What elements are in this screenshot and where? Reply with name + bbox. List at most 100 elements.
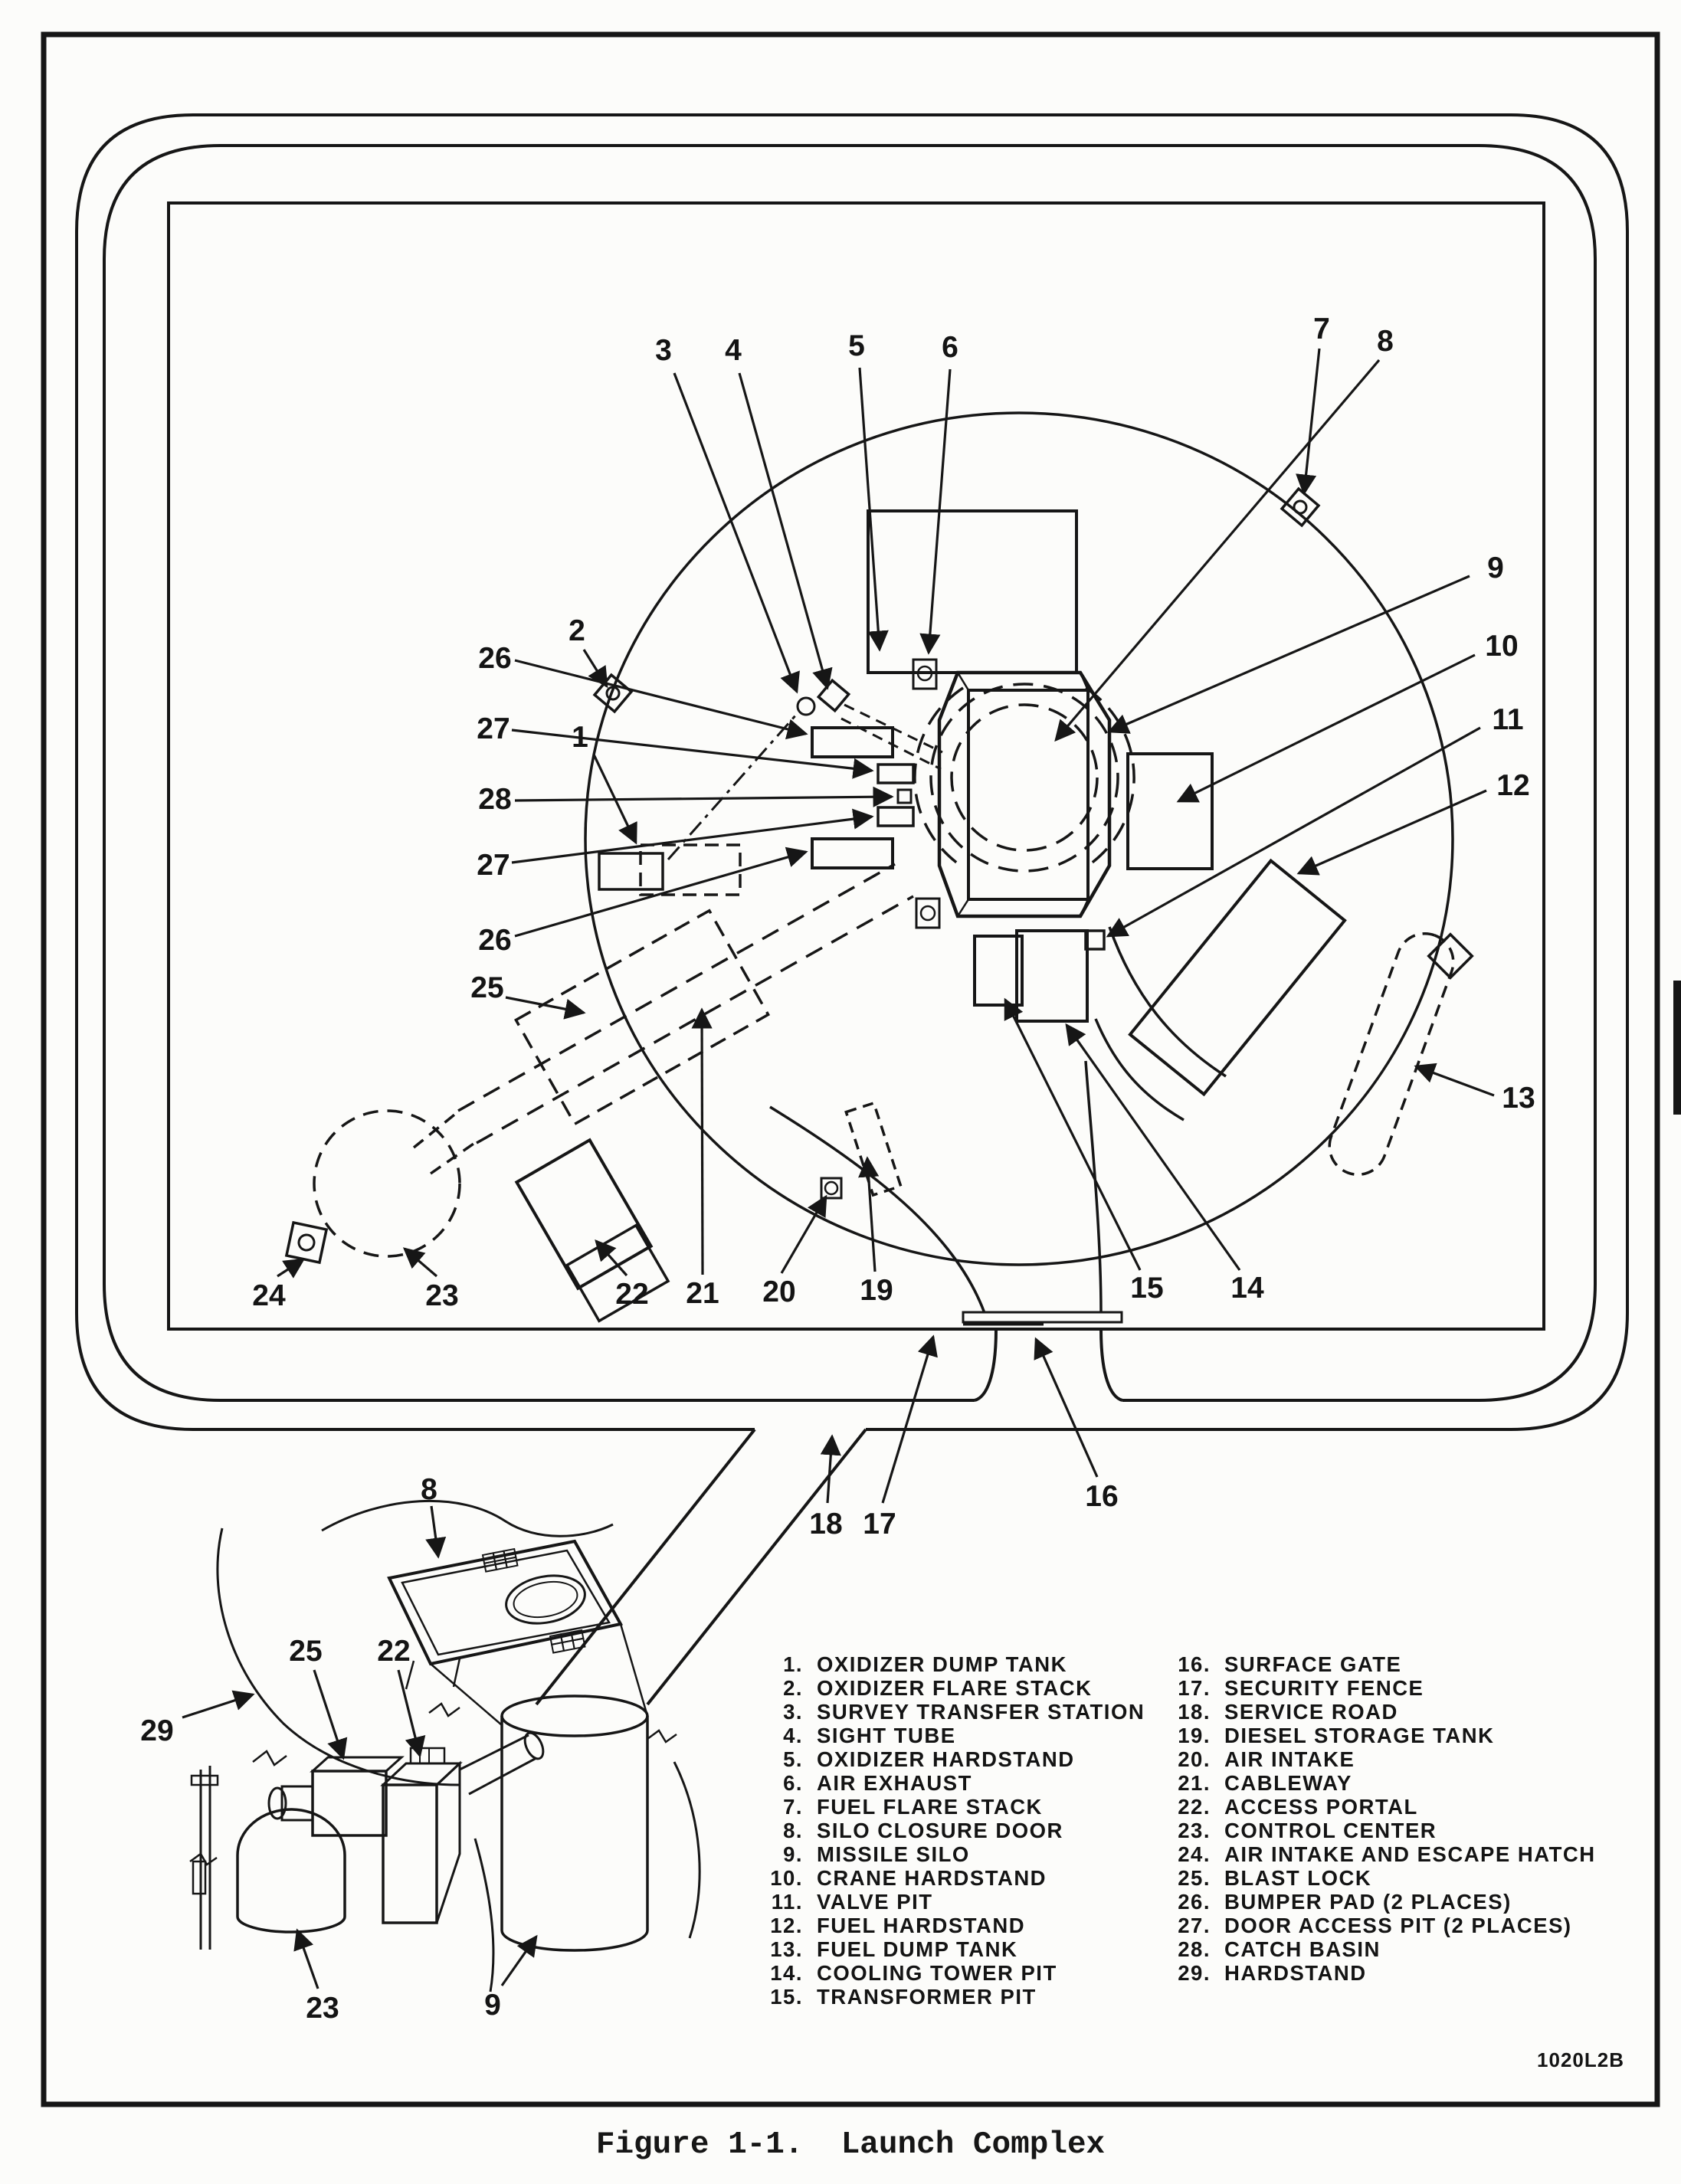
legend-item-number: 5. — [783, 1747, 803, 1771]
inset-silo-closure-door — [387, 1539, 649, 1726]
air-exhaust-south — [915, 897, 941, 929]
inset-callout-22: 22 — [377, 1635, 410, 1668]
inset-callout-9: 9 — [484, 1989, 501, 2022]
legend-item-number: 9. — [783, 1842, 803, 1866]
legend-item-number: 24. — [1178, 1842, 1211, 1866]
leader-18 — [820, 1434, 841, 1504]
leader-24 — [277, 1258, 306, 1279]
valve-pit — [1084, 929, 1106, 951]
callout-21: 21 — [686, 1277, 719, 1310]
crane-hardstand — [1126, 752, 1214, 870]
callout-25: 25 — [470, 971, 503, 1004]
callout-8: 8 — [1377, 325, 1394, 358]
survey-sight-line — [667, 713, 798, 860]
callout-19: 19 — [860, 1274, 893, 1307]
leader-8 — [1054, 359, 1381, 742]
figure-caption: Figure 1-1. Launch Complex — [596, 2127, 1105, 2163]
legend-item-number: 2. — [783, 1676, 803, 1700]
air-exhaust-north — [912, 658, 938, 690]
callout-22: 22 — [615, 1278, 648, 1311]
fuel-dump-tank-riser — [1427, 932, 1474, 980]
bumper-pad-upper — [811, 726, 894, 758]
legend-item-label: TRANSFORMER PIT — [817, 1985, 1037, 2009]
legend-item-label: AIR EXHAUST — [817, 1771, 972, 1795]
cooling-tower-pit — [1015, 929, 1089, 1023]
callout-4: 4 — [725, 334, 742, 367]
inset-blast-lock — [267, 1756, 405, 1837]
legend-item-label: FUEL FLARE STACK — [817, 1795, 1043, 1819]
legend-item-label: VALVE PIT — [817, 1890, 933, 1914]
legend-item-number: 4. — [783, 1724, 803, 1747]
transformer-pit — [973, 935, 1024, 1007]
legend-item-label: SURFACE GATE — [1224, 1652, 1401, 1676]
oxidizer-dump-tank — [598, 843, 742, 896]
silo-closure-door — [937, 670, 1112, 918]
inset-antenna-mast — [190, 1766, 219, 1950]
callout-27b: 27 — [477, 849, 510, 882]
leader-15 — [1004, 997, 1142, 1271]
legend-item-number: 11. — [772, 1890, 803, 1914]
leader-20 — [780, 1194, 827, 1274]
legend-item-number: 15. — [770, 1985, 803, 2009]
page-border — [41, 31, 1660, 2107]
legend-item-number: 7. — [783, 1795, 803, 1819]
legend-item-number: 10. — [770, 1866, 803, 1890]
leader-3 — [673, 372, 800, 694]
callout-17: 17 — [863, 1508, 896, 1541]
callout-10: 10 — [1485, 630, 1518, 663]
legend-item-label: HARDSTAND — [1224, 1961, 1367, 1985]
legend-item-number: 18. — [1178, 1700, 1211, 1724]
inset-leader-29 — [182, 1690, 255, 1719]
legend-item-number: 17. — [1178, 1676, 1211, 1700]
inset-callout-8: 8 — [421, 1473, 437, 1506]
inset-callout-29: 29 — [140, 1714, 173, 1747]
inset-leader-8 — [425, 1505, 447, 1559]
legend-item-label: BLAST LOCK — [1224, 1866, 1371, 1890]
legend-item-label: ACCESS PORTAL — [1224, 1795, 1418, 1819]
callout-7: 7 — [1313, 313, 1330, 345]
legend-item-number: 20. — [1178, 1747, 1211, 1771]
sight-tube — [816, 678, 851, 713]
legend-item-number: 21. — [1178, 1771, 1211, 1795]
legend-item-label: OXIDIZER DUMP TANK — [817, 1652, 1067, 1676]
bumper-pad-lower — [811, 837, 894, 869]
legend-item-label: DIESEL STORAGE TANK — [1224, 1724, 1494, 1747]
leader-14 — [1065, 1023, 1241, 1271]
legend-item-number: 16. — [1178, 1652, 1211, 1676]
legend-item-number: 28. — [1178, 1937, 1211, 1961]
door-access-pit-lower — [877, 806, 915, 827]
legend-item-label: OXIDIZER HARDSTAND — [817, 1747, 1075, 1771]
legend-item-label: SECURITY FENCE — [1224, 1676, 1424, 1700]
callout-6: 6 — [942, 331, 958, 364]
legend-item-label: FUEL HARDSTAND — [817, 1914, 1025, 1937]
legend-item-label: BUMPER PAD (2 PLACES) — [1224, 1890, 1512, 1914]
inset-leader-9 — [500, 1934, 538, 1986]
inset-control-center — [236, 1808, 346, 1934]
callout-3: 3 — [655, 334, 672, 367]
callout-18: 18 — [809, 1508, 842, 1541]
survey-transfer-station — [796, 696, 816, 716]
door-grid-b — [549, 1629, 586, 1654]
callout-9: 9 — [1487, 552, 1504, 584]
legend-item-number: 14. — [770, 1961, 803, 1985]
leader-11 — [1106, 726, 1481, 938]
callout-12: 12 — [1496, 769, 1529, 802]
leader-5 — [858, 367, 889, 652]
air-intake-escape-hatch — [284, 1220, 329, 1265]
leader-19 — [858, 1156, 880, 1272]
leader-28 — [514, 786, 894, 807]
inset-leader-23 — [293, 1928, 319, 1989]
legend-item-label: DOOR ACCESS PIT (2 PLACES) — [1224, 1914, 1572, 1937]
inset-access-portal — [380, 1747, 463, 1924]
inset-missile-silo — [500, 1694, 649, 1952]
callout-2: 2 — [569, 614, 585, 647]
leader-2 — [582, 649, 608, 689]
legend-item-number: 23. — [1178, 1819, 1211, 1842]
fuel-hardstand — [1128, 858, 1347, 1097]
door-grid-a — [481, 1547, 519, 1573]
graded-area-boundary — [584, 411, 1454, 1266]
legend-item-number: 8. — [783, 1819, 803, 1842]
callout-16: 16 — [1085, 1480, 1118, 1513]
leader-27a — [511, 729, 874, 779]
leader-25 — [505, 996, 586, 1020]
